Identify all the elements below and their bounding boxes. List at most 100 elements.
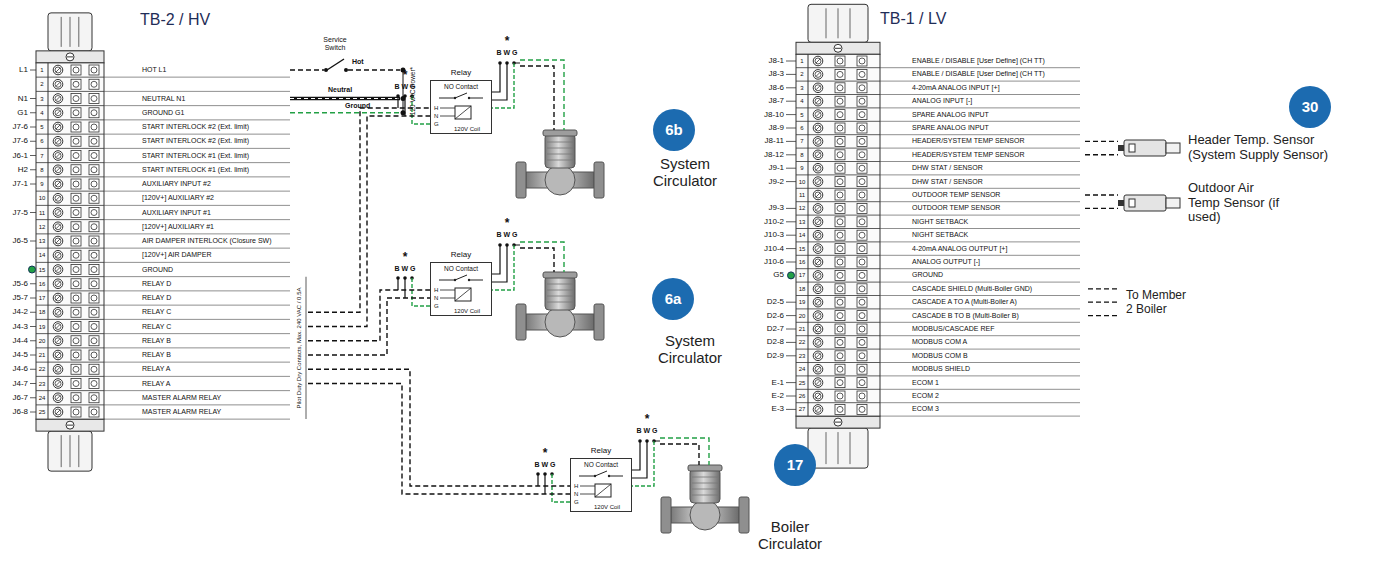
screw-slot <box>816 314 820 318</box>
switch-contact <box>344 68 348 72</box>
terminal-clamp-hole <box>859 393 865 399</box>
clip-rib <box>826 8 827 38</box>
description-rule <box>880 349 1080 350</box>
coil-lead <box>440 116 455 117</box>
pin-tick <box>786 302 796 303</box>
terminal-clamp-hole <box>859 272 865 278</box>
terminal-clamp <box>71 364 81 374</box>
pin-tick <box>30 212 36 213</box>
terminal-description: HEADER/SYSTEM TEMP SENSOR <box>912 137 1025 145</box>
part-name: System Circulator <box>650 332 730 367</box>
pump-motor <box>690 469 720 503</box>
terminal-clamp-hole <box>73 338 79 344</box>
terminal-clamp-hole <box>73 309 79 315</box>
screw-slot <box>56 225 60 229</box>
screw-slot <box>56 68 60 72</box>
terminal-screw-head <box>815 326 821 332</box>
coil <box>455 288 471 301</box>
sensor-label: Outdoor Air Temp Sensor (if used) <box>1188 181 1280 226</box>
row-separator <box>36 376 104 377</box>
terminal-clamp-hole <box>73 138 79 144</box>
terminal-number: 6 <box>40 138 43 145</box>
screw-slot <box>816 206 820 210</box>
screw-slot <box>816 126 820 130</box>
contact-point <box>454 97 456 99</box>
terminal-screw <box>813 378 823 388</box>
clip-rib <box>838 8 839 38</box>
screw-slot <box>56 211 60 215</box>
terminal-number: 8 <box>40 166 43 173</box>
terminal-number: 5 <box>40 124 43 131</box>
row-separator <box>796 148 880 149</box>
circulator-pump <box>516 272 604 340</box>
end-screw <box>66 421 74 429</box>
terminal-clamp <box>857 391 867 401</box>
terminal-clamp-hole <box>859 380 865 386</box>
terminal-clamp-hole <box>73 81 79 87</box>
pin-label: G1 <box>17 108 28 117</box>
description-rule <box>880 335 1080 336</box>
terminal-clamp <box>835 150 845 160</box>
terminal-clamp-hole <box>73 224 79 230</box>
coil-label: 120V Coil <box>445 126 489 133</box>
description-rule <box>104 91 290 92</box>
description-rule <box>880 81 1080 82</box>
terminal-screw-head <box>815 286 821 292</box>
terminal-screw <box>813 271 823 281</box>
terminal-description: RELAY A <box>142 365 171 373</box>
supply-label: 120 VAC Power* <box>409 67 416 115</box>
terminal-screw <box>53 179 63 189</box>
terminal-clamp-hole <box>837 259 843 265</box>
terminal-screw-head <box>815 98 821 104</box>
terminal-clamp <box>89 364 99 374</box>
pin-tick <box>30 283 36 284</box>
terminal-screw-head <box>55 366 61 372</box>
terminal-description: 4-20mA ANALOG INPUT [+] <box>912 84 1000 92</box>
terminal-description: CASCADE B TO B (Multi-Boiler B) <box>912 312 1019 320</box>
wire-label: Ground <box>345 102 370 110</box>
coil-label: 120V Coil <box>585 504 629 511</box>
terminal-screw <box>813 163 823 173</box>
terminal-number: 4 <box>40 109 43 116</box>
lead-g <box>490 63 514 108</box>
screw-slot <box>56 410 60 414</box>
screw-slot <box>67 425 73 426</box>
clip-rib <box>61 17 62 47</box>
terminal-number: 2 <box>800 71 803 78</box>
lead-g <box>490 245 514 290</box>
lead-w <box>404 278 405 298</box>
pin-label: J5-7 <box>12 293 28 302</box>
terminal-clamp-hole <box>91 295 97 301</box>
pump-flange <box>739 497 749 533</box>
ground-wire <box>290 112 400 114</box>
part-name: Boiler Circulator <box>750 518 830 553</box>
terminal-clamp-hole <box>837 272 843 278</box>
pin-tick <box>786 342 796 343</box>
terminal-clamp <box>857 270 867 280</box>
lead-w <box>490 245 507 282</box>
terminal-screw <box>813 284 823 294</box>
pin-tick <box>786 87 796 88</box>
relay-box: RelayNO ContactHNG120V Coil <box>570 458 632 512</box>
description-rule <box>104 77 290 78</box>
terminal-screw-head <box>815 112 821 118</box>
terminal-description: ANALOG INPUT [-] <box>912 97 972 105</box>
terminal-clamp-hole <box>91 324 97 330</box>
terminal-clamp-hole <box>73 67 79 73</box>
terminal-letter: G <box>574 499 579 506</box>
row-separator <box>36 77 104 78</box>
terminal-screw-head <box>55 153 61 159</box>
terminal-clamp-hole <box>859 299 865 305</box>
terminal-description: OUTDOOR TEMP SENSOR <box>912 204 1000 212</box>
terminal-clamp-hole <box>859 232 865 238</box>
terminal-screw-head <box>55 210 61 216</box>
asterisk-note: * <box>403 69 408 83</box>
screw-slot <box>56 82 60 86</box>
terminal-clamp <box>71 65 81 75</box>
terminal-clamp <box>89 208 99 218</box>
terminal-clamp-hole <box>859 339 865 345</box>
terminal-clamp-hole <box>91 252 97 258</box>
motor-fin <box>547 148 573 149</box>
terminal-screw <box>813 150 823 160</box>
terminal-clamp-hole <box>73 181 79 187</box>
